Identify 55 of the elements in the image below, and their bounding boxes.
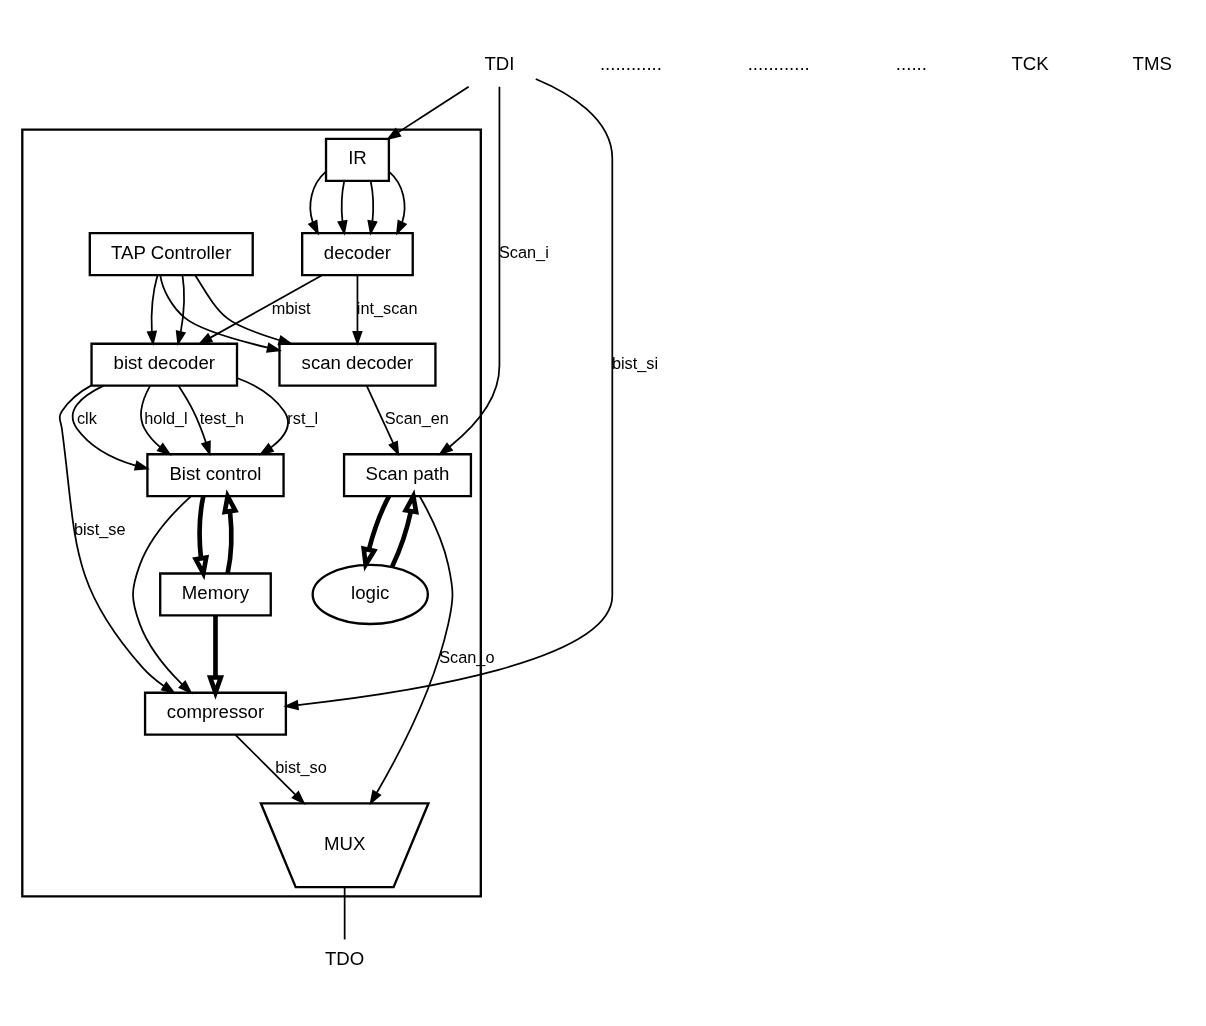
label: ............: [599, 53, 662, 75]
edge-label: test_h: [199, 409, 245, 428]
node-box: Memory: [159, 572, 272, 617]
node-box: decoder: [301, 232, 414, 277]
node-box: IR: [324, 137, 391, 182]
node-box: scan decoder: [278, 342, 437, 387]
arrow: [234, 734, 306, 806]
label: ......: [895, 53, 927, 75]
arrow: [146, 274, 159, 347]
label: TCK: [1011, 53, 1049, 75]
node-box: TAP Controller: [88, 232, 254, 277]
node-box: Scan path: [342, 453, 473, 498]
arrow: [365, 384, 400, 457]
edge-label: int_scan: [356, 298, 418, 317]
arrow: [132, 495, 193, 695]
node-box: bist decoder: [90, 342, 239, 387]
arrow: [58, 384, 177, 694]
arrow: [221, 489, 239, 574]
edge-label: hold_l: [144, 409, 188, 428]
connector: [343, 886, 346, 941]
arrow: [194, 274, 294, 346]
arrow: [177, 385, 211, 457]
arrow: [159, 274, 282, 353]
edge-label: Scan_en: [384, 409, 449, 428]
arrow: [206, 615, 225, 700]
edge-label: rst_l: [287, 409, 319, 428]
arrow: [352, 274, 363, 347]
node-ellipse: logic: [311, 563, 429, 626]
arrow: [388, 171, 408, 236]
arrow: [385, 85, 470, 141]
edge-label: clk: [76, 409, 97, 428]
arrow: [283, 78, 614, 711]
arrow: [369, 495, 454, 806]
edge-label: Scan_i: [498, 243, 549, 262]
edge-label: bist_si: [611, 353, 659, 372]
node-box: Bist control: [146, 453, 285, 498]
arrow: [197, 274, 323, 345]
edge-label: bist_so: [275, 758, 327, 777]
arrow: [236, 377, 289, 456]
arrow: [175, 274, 187, 346]
arrow: [140, 385, 172, 456]
node-text: TDI: [484, 53, 515, 75]
arrow: [367, 180, 378, 236]
node-text: TDO: [325, 947, 365, 969]
label: ............: [747, 53, 810, 75]
arrow: [71, 384, 150, 471]
node-box: compressor: [143, 691, 288, 736]
edge-label: bist_se: [73, 519, 126, 538]
label: TMS: [1132, 53, 1172, 75]
arrow: [438, 85, 501, 456]
arrow: [390, 489, 419, 568]
arrow: [307, 171, 327, 236]
arrow: [337, 180, 348, 236]
edge-label: mbist: [271, 298, 311, 317]
arrow: [192, 495, 210, 581]
